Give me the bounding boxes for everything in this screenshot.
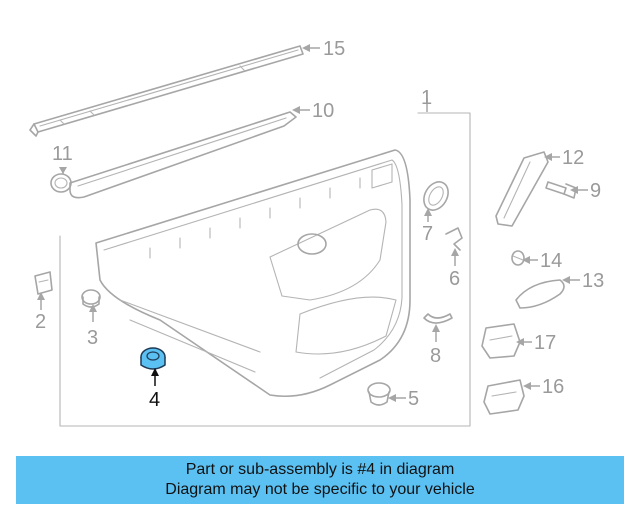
leader-lines xyxy=(37,44,588,402)
callout-6: 6 xyxy=(449,268,460,290)
part-5-fastener xyxy=(367,382,391,406)
banner-line-part-number: Part or sub-assembly is #4 in diagram xyxy=(185,461,455,478)
part-6-clip xyxy=(445,227,463,251)
callout-15: 15 xyxy=(323,38,345,60)
part-13-cover xyxy=(515,279,565,309)
callout-11: 11 xyxy=(52,143,73,165)
part-7-ring-trim xyxy=(423,181,449,211)
callout-8: 8 xyxy=(430,345,441,367)
part-3-fastener xyxy=(81,289,101,308)
callout-3: 3 xyxy=(87,327,98,349)
callout-10: 10 xyxy=(312,100,334,122)
banner-line-disclaimer: Diagram may not be specific to your vehi… xyxy=(165,481,475,498)
part-10-trim-strip xyxy=(69,111,297,199)
part-15-weatherstrip xyxy=(29,45,304,137)
callout-12: 12 xyxy=(562,147,584,169)
info-banner: Part or sub-assembly is #4 in diagram Di… xyxy=(16,456,624,504)
callout-2: 2 xyxy=(35,311,46,333)
callout-numbers: 15 10 1 11 12 9 7 6 14 13 2 3 8 17 16 5 … xyxy=(35,38,604,411)
part-16-switch xyxy=(483,379,525,415)
callout-13: 13 xyxy=(582,270,604,292)
callout-9: 9 xyxy=(590,180,601,202)
part-4-fastener-highlighted xyxy=(140,347,166,370)
part-17-switch xyxy=(481,323,521,359)
callout-17: 17 xyxy=(534,332,556,354)
part-11-grommet xyxy=(50,173,72,193)
part-12-pillar-trim xyxy=(495,151,549,227)
parts-diagram: 15 10 1 11 12 9 7 6 14 13 2 3 8 17 16 5 … xyxy=(29,38,604,427)
callout-16: 16 xyxy=(542,376,564,398)
callout-1: 1 xyxy=(421,87,432,109)
part-1-door-panel xyxy=(59,112,471,427)
part-8-seal xyxy=(423,313,453,324)
callout-7: 7 xyxy=(422,223,433,245)
part-14-grommet xyxy=(511,250,525,266)
callout-4: 4 xyxy=(149,389,160,411)
callout-14: 14 xyxy=(540,250,562,272)
callout-5: 5 xyxy=(408,388,419,410)
part-2-clip xyxy=(34,271,53,295)
part-9-screw xyxy=(545,181,577,199)
